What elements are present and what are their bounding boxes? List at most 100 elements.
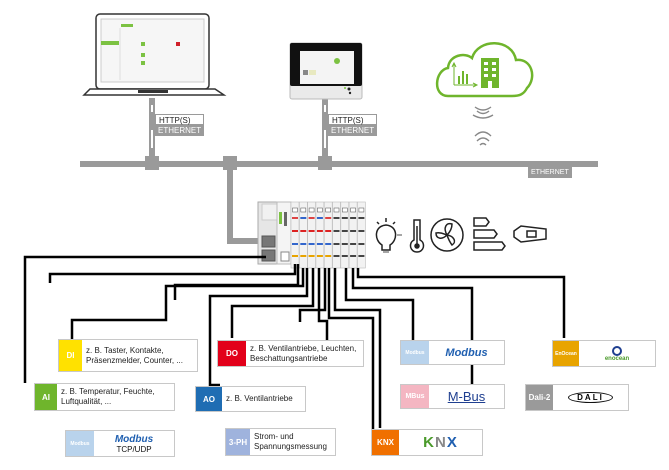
io-terminal [358, 243, 365, 245]
knx-logo-icon: KNX [423, 434, 458, 451]
light-bulb-icon [375, 218, 402, 253]
io-slice [357, 201, 366, 269]
module-di: DI z. B. Taster, Kontakte,Präsenzmelder,… [58, 339, 198, 372]
io-terminal [333, 230, 340, 232]
io-terminal [300, 230, 307, 232]
ethernet-label: ETHERNET [155, 125, 205, 136]
io-terminal [292, 217, 298, 219]
backbone-ethernet-label: ETHERNET [528, 167, 572, 178]
module-tag: 3-PH [226, 429, 250, 455]
modbus-sub-label: TCP/UDP [116, 444, 152, 454]
io-slice-led [292, 207, 298, 213]
ethernet-backbone [80, 98, 598, 244]
io-terminal [316, 230, 323, 232]
io-terminal [308, 217, 315, 219]
http-label: HTTP(S) [155, 114, 205, 125]
io-terminal [292, 255, 298, 257]
module-enocean: EnOcean enocean [552, 340, 656, 367]
cloud-building-icon [435, 42, 534, 98]
module-text: Spannungsmessung [254, 442, 327, 451]
laptop-icon [82, 13, 227, 96]
module-tag: DO [218, 341, 246, 366]
module-text: Luftqualität, ... [61, 397, 112, 406]
module-tag: AO [196, 387, 222, 411]
controller-io-module-icon [257, 201, 366, 269]
module-text: z. B. Ventilantriebe, Leuchten, [250, 343, 357, 353]
io-terminal [341, 243, 348, 245]
io-terminal [325, 217, 332, 219]
io-terminal [333, 243, 340, 245]
module-tag: Modbus [401, 341, 429, 364]
module-text: Strom- und [254, 432, 294, 441]
module-do: DO z. B. Ventilantriebe, Leuchten,Bescha… [217, 340, 364, 367]
energy-rating-icon [473, 217, 506, 251]
thermometer-icon [409, 219, 425, 253]
ethernet-label: ETHERNET [328, 125, 378, 136]
io-slice-led [308, 207, 315, 213]
module-tag: KNX [372, 430, 399, 455]
module-mbus: MBus M-Bus [400, 384, 505, 409]
mbus-logo-icon: M-Bus [447, 389, 486, 404]
io-terminal [350, 230, 357, 232]
module-ai: AI z. B. Temperatur, Feuchte,Luftqualitä… [34, 383, 175, 411]
io-terminal [316, 217, 323, 219]
module-ao: AO z. B. Ventilantriebe [195, 386, 306, 412]
module-tag: Dali-2 [526, 385, 553, 410]
io-slice-led [358, 207, 365, 213]
http-ethernet-label-laptop: HTTP(S) ETHERNET [155, 114, 205, 136]
bus-wires [23, 255, 566, 430]
modbus-logo-icon: Modbus [445, 346, 488, 359]
module-text: Präsenzmelder, Counter, ... [86, 355, 183, 365]
io-terminal [341, 230, 348, 232]
module-text: Beschattungsantriebe [250, 353, 328, 363]
modbus-logo-icon: Modbus [114, 433, 154, 445]
io-slice-led [341, 207, 348, 213]
io-terminal [316, 243, 323, 245]
enocean-symbol-icon [612, 345, 622, 356]
io-terminal [350, 217, 357, 219]
module-text: z. B. Temperatur, Feuchte, [61, 387, 155, 396]
module-text: z. B. Taster, Kontakte, [86, 345, 164, 355]
io-terminal [325, 243, 332, 245]
module-modbus: Modbus Modbus [400, 340, 505, 365]
enocean-logo-icon: enocean [604, 355, 630, 362]
io-terminal [316, 255, 323, 257]
io-terminal [308, 255, 315, 257]
io-slice-led [333, 207, 340, 213]
io-terminal [350, 255, 357, 257]
io-terminal [325, 230, 332, 232]
io-slice-led [350, 207, 356, 213]
io-terminal [300, 217, 307, 219]
module-modbus-tcp: Modbus Modbus TCP/UDP [65, 430, 175, 457]
io-terminal [341, 255, 348, 257]
io-slice-led [317, 207, 323, 213]
io-slice-led [300, 207, 307, 213]
io-terminal [333, 255, 340, 257]
module-dali: Dali-2 DALI [525, 384, 629, 411]
io-terminal [325, 255, 332, 257]
io-terminal [358, 255, 365, 257]
io-terminal [300, 243, 307, 245]
wireless-signal-icon [472, 106, 494, 146]
io-terminal [358, 217, 365, 219]
http-label: HTTP(S) [328, 114, 378, 125]
fan-icon [430, 218, 464, 252]
touch-panel-icon [289, 42, 363, 100]
io-terminal [333, 217, 340, 219]
io-terminal [341, 217, 348, 219]
module-tag: MBus [401, 385, 429, 408]
http-ethernet-label-panel: HTTP(S) ETHERNET [328, 114, 378, 136]
module-tag: Modbus [66, 431, 94, 456]
io-terminal [350, 243, 357, 245]
module-tag: DI [59, 340, 82, 371]
dali-logo-icon: DALI [568, 392, 613, 403]
module-tag: EnOcean [553, 341, 579, 366]
io-terminal [308, 230, 315, 232]
module-tag: AI [35, 384, 57, 410]
io-terminal [292, 243, 298, 245]
io-terminal [292, 230, 298, 232]
io-terminal [358, 230, 365, 232]
chart-in-cloud [451, 58, 499, 88]
io-terminal [308, 243, 315, 245]
